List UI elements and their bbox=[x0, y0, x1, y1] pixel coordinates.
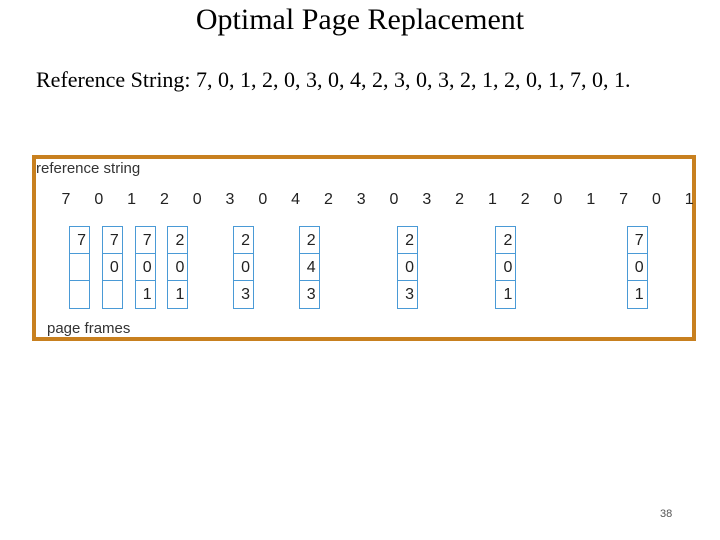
frame-cell: 4 bbox=[299, 254, 319, 281]
reference-item: 2 bbox=[520, 191, 530, 208]
frame-column: 7 bbox=[69, 226, 90, 309]
page-number: 38 bbox=[660, 508, 673, 520]
frame-cell: 0 bbox=[135, 254, 155, 281]
frame-cell: 0 bbox=[398, 254, 417, 281]
reference-item: 1 bbox=[127, 191, 137, 208]
page-frames-label: page frames bbox=[47, 320, 131, 337]
frame-cell: 1 bbox=[142, 286, 152, 303]
reference-item: 0 bbox=[258, 191, 268, 208]
reference-item: 0 bbox=[389, 191, 399, 208]
frame-cell: 7 bbox=[70, 227, 89, 254]
reference-item: 0 bbox=[553, 191, 563, 208]
reference-item: 4 bbox=[291, 191, 301, 208]
reference-item: 1 bbox=[684, 191, 694, 208]
reference-item: 1 bbox=[487, 191, 497, 208]
frame-cell: 2 bbox=[168, 227, 188, 254]
reference-item: 0 bbox=[651, 191, 661, 208]
reference-item: 7 bbox=[61, 191, 71, 208]
reference-string-label: reference string bbox=[36, 160, 141, 177]
frame-cell: 0 bbox=[102, 254, 122, 281]
reference-item: 3 bbox=[422, 191, 432, 208]
frame-cell: 7 bbox=[627, 227, 647, 254]
frame-cell: 2 bbox=[398, 227, 417, 254]
reference-item: 3 bbox=[225, 191, 235, 208]
frame-cell: 3 bbox=[405, 286, 414, 303]
frame-cell: 1 bbox=[634, 286, 644, 303]
frame-cell: 7 bbox=[102, 227, 122, 254]
frame-cell: 0 bbox=[496, 254, 516, 281]
frame-cell: 1 bbox=[503, 286, 513, 303]
reference-item: 3 bbox=[356, 191, 366, 208]
reference-item: 1 bbox=[586, 191, 596, 208]
frame-cell bbox=[70, 281, 89, 308]
frame-cell: 3 bbox=[241, 286, 250, 303]
frame-cell: 0 bbox=[234, 254, 253, 281]
reference-item: 2 bbox=[323, 191, 333, 208]
frame-cell: 2 bbox=[299, 227, 319, 254]
reference-item: 2 bbox=[455, 191, 465, 208]
frame-cell: 0 bbox=[168, 254, 188, 281]
frame-cell bbox=[70, 254, 89, 281]
frame-cell: 2 bbox=[234, 227, 253, 254]
slide-title: Optimal Page Replacement bbox=[195, 3, 525, 36]
reference-item: 2 bbox=[159, 191, 169, 208]
reference-item: 0 bbox=[94, 191, 104, 208]
frame-cell: 3 bbox=[306, 286, 316, 303]
reference-item: 7 bbox=[619, 191, 629, 208]
reference-item: 0 bbox=[192, 191, 202, 208]
frame-cell: 2 bbox=[496, 227, 516, 254]
reference-string-line: Reference String: 7, 0, 1, 2, 0, 3, 0, 4… bbox=[36, 67, 631, 92]
frame-cell bbox=[103, 281, 122, 308]
frame-cell: 7 bbox=[135, 227, 155, 254]
frame-cell: 1 bbox=[175, 286, 185, 303]
frame-cell: 0 bbox=[627, 254, 647, 281]
